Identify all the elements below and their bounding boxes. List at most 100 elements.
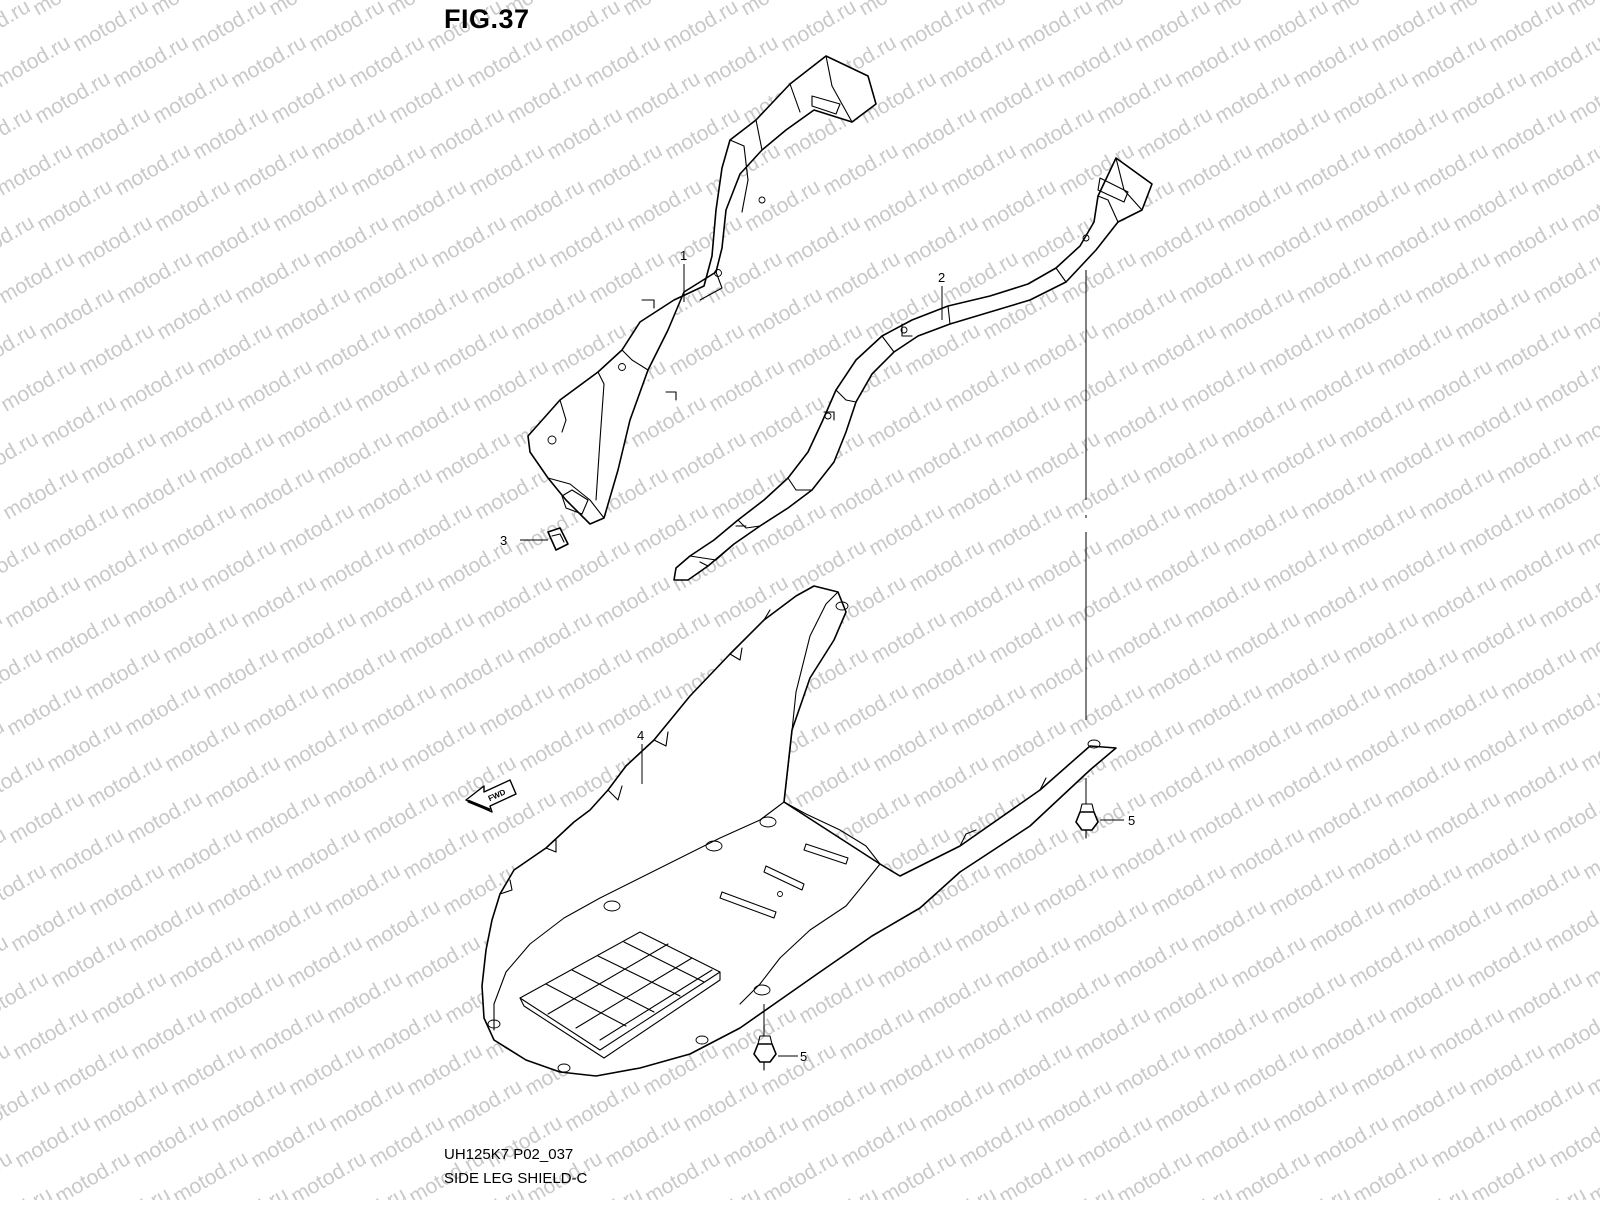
watermark-text: motod.ru [1215,283,1298,344]
watermark-text: motod.ru [705,355,788,416]
watermark-text: motod.ru [877,1147,960,1200]
watermark-text: motod.ru [7,895,90,956]
watermark-text: motod.ru [1349,1147,1432,1200]
watermark-text: motod.ru [1535,571,1600,632]
watermark-text: motod.ru [659,0,742,56]
watermark-text: motod.ru [1175,247,1258,308]
watermark-text: motod.ru [541,0,624,56]
watermark-text: motod.ru [581,31,664,92]
watermark-text: motod.ru [203,859,286,920]
watermark-text: motod.ru [0,643,46,704]
watermark-text: motod.ru [1417,571,1500,632]
watermark-text: motod.ru [465,139,548,200]
watermark-text: motod.ru [0,859,50,920]
footer-code: UH125K7 P02_037 [444,1146,573,1163]
watermark-text: motod.ru [1379,643,1462,704]
watermark-text: motod.ru [0,1075,54,1136]
watermark-text: motod.ru [121,679,204,740]
watermark-text: motod.ru [475,679,558,740]
watermark-text: motod.ru [1465,1039,1548,1100]
watermark-text: motod.ru [1461,823,1544,884]
watermark-text: motod.ru [1459,715,1542,776]
watermark-text: motod.ru [275,499,358,560]
watermark-text: motod.ru [1427,1111,1510,1172]
watermark-text: motod.ru [1425,1003,1508,1064]
watermark-text: motod.ru [353,463,436,524]
watermark-text: motod.ru [667,427,750,488]
watermark-text: motod.ru [283,931,366,992]
watermark-text: motod.ru [681,1183,764,1200]
watermark-text: motod.ru [937,139,1020,200]
watermark-text: motod.ru [397,715,480,776]
watermark-text: motod.ru [247,1111,330,1172]
watermark-text: motod.ru [583,139,666,200]
watermark-text: motod.ru [483,1111,566,1172]
watermark-text: motod.ru [819,139,902,200]
watermark-text: motod.ru [1031,967,1114,1028]
watermark-text: motod.ru [391,391,474,452]
watermark-text: motod.ru [601,1111,684,1172]
watermark-text: motod.ru [161,715,244,776]
watermark-text: motod.ru [33,175,116,236]
watermark-text: motod.ru [1091,0,1174,20]
watermark-text: motod.ru [463,31,546,92]
watermark-text: motod.ru [821,247,904,308]
watermark-text: motod.ru [1113,1147,1196,1200]
watermark-text: motod.ru [1211,67,1294,128]
watermark-text: motod.ru [1149,967,1232,1028]
watermark-text: motod.ru [1445,0,1528,20]
watermark-text: motod.ru [73,211,156,272]
watermark-text: motod.ru [875,1039,958,1100]
callout-3: 3 [500,533,507,548]
watermark-text: motod.ru [1061,463,1144,524]
watermark-text: motod.ru [977,175,1060,236]
watermark-text: motod.ru [75,319,158,380]
footer-name: SIDE LEG SHIELD-C [444,1170,587,1187]
watermark-text: motod.ru [825,463,908,524]
watermark-text: motod.ru [319,751,402,812]
watermark-text: motod.ru [123,787,206,848]
watermark-text: motod.ru [1271,1183,1354,1200]
watermark-text: motod.ru [473,571,556,632]
watermark-text: motod.ru [51,1147,134,1200]
watermark-text: motod.ru [1,571,84,632]
watermark-text: motod.ru [743,283,826,344]
watermark-text: motod.ru [1527,139,1600,200]
callout-5-upper: 5 [1128,813,1135,828]
watermark-text: motod.ru [71,103,154,164]
watermark-text: motod.ru [1191,1111,1274,1172]
watermark-text: motod.ru [915,1075,998,1136]
watermark-text: motod.ru [1367,0,1450,56]
watermark-text: motod.ru [315,535,398,596]
watermark-text: motod.ru [311,319,394,380]
watermark-text: motod.ru [1493,427,1576,488]
watermark-text: motod.ru [199,643,282,704]
watermark-text: motod.ru [1185,787,1268,848]
watermark-text: motod.ru [829,679,912,740]
watermark-text: motod.ru [1269,1075,1352,1136]
watermark-text: motod.ru [1183,679,1266,740]
watermark-text: motod.ru [229,139,312,200]
watermark-text: motod.ru [941,355,1024,416]
watermark-text: motod.ru [1143,643,1226,704]
watermark-text: motod.ru [1411,247,1494,308]
watermark-text: motod.ru [1419,679,1502,740]
watermark-text: motod.ru [1335,391,1418,452]
watermark-text: motod.ru [287,1147,370,1200]
watermark-text: motod.ru [985,607,1068,668]
watermark-text: motod.ru [115,355,198,416]
watermark-text: motod.ru [243,895,326,956]
watermark-text: motod.ru [1449,175,1532,236]
watermark-text: motod.ru [43,715,126,776]
watermark-text: motod.ru [1531,355,1600,416]
watermark-text: motod.ru [269,175,352,236]
watermark-text: motod.ru [237,571,320,632]
watermark-text: motod.ru [513,607,596,668]
callout-1: 1 [680,248,687,263]
watermark-text: motod.ru [553,643,636,704]
watermark-text: motod.ru [153,283,236,344]
watermark-text: motod.ru [159,607,242,668]
watermark-text: motod.ru [777,0,860,56]
watermark-text: motod.ru [151,175,234,236]
watermark-text: motod.ru [1111,1039,1194,1100]
